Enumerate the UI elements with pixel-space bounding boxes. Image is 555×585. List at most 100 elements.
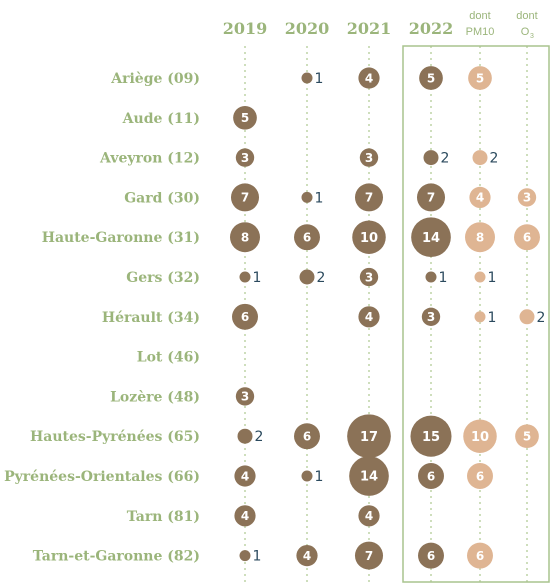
bubble-y2019: 4 (234, 505, 256, 527)
bubble-o3: 6 (514, 224, 540, 251)
bubble-circle (347, 414, 391, 459)
bubble-y2019: 3 (235, 148, 255, 167)
bubble-circle (354, 183, 384, 212)
bubble-value: 1 (253, 270, 262, 286)
bubble-circle (469, 186, 491, 208)
bubble-circle (359, 267, 379, 287)
bubble-value: 14 (360, 470, 378, 485)
bubble-circle (463, 419, 497, 453)
bubble-value: 5 (523, 430, 531, 444)
bubble-value: 4 (365, 71, 373, 85)
column-header-y2019: 2019 (223, 19, 268, 38)
row-label: Hérault (34) (102, 310, 200, 326)
column-header-y2020: 2020 (285, 19, 330, 38)
bubble-value: 5 (241, 111, 249, 125)
column-header-y2022: 2022 (409, 19, 454, 38)
row-label: Lozère (48) (110, 389, 200, 405)
bubble-value: 6 (427, 549, 435, 563)
bubble-circle (418, 463, 444, 489)
row-label: Lot (46) (137, 350, 200, 366)
bubble-circle (465, 222, 495, 253)
bubble-y2021: 4 (358, 505, 380, 527)
bubble-value: 6 (427, 469, 435, 483)
bubble-circle (235, 148, 255, 167)
bubble-value: 6 (303, 231, 311, 245)
bubble-y2020: 1 (301, 190, 324, 206)
bubble-circle (233, 105, 257, 130)
bubble-value: 4 (476, 191, 484, 205)
bubble-y2019: 2 (237, 428, 263, 445)
row-label: Aveyron (12) (99, 151, 200, 167)
bubble-value: 6 (476, 469, 484, 483)
bubble-circle (467, 463, 493, 489)
row-label: Gers (32) (126, 270, 200, 286)
bubble-circle (517, 188, 537, 207)
bubble-pm10: 8 (465, 222, 495, 253)
column-header-o3-subscript: 3 (530, 33, 534, 40)
bubble-y2020: 1 (301, 71, 324, 87)
bubble-value: 1 (315, 469, 324, 485)
bubble-pm10: 4 (469, 186, 491, 208)
bubble-circle (358, 67, 380, 89)
bubble-y2022: 15 (410, 415, 452, 457)
bubble-circle (237, 428, 253, 444)
bubble-y2022: 14 (411, 217, 451, 258)
bubble-value: 1 (315, 71, 324, 87)
bubble-value: 3 (241, 390, 249, 404)
bubble-value: 7 (365, 549, 373, 563)
bubble-y2021: 10 (352, 220, 386, 254)
bubble-value: 1 (488, 270, 497, 286)
bubble-value: 1 (315, 190, 324, 206)
bubble-y2019: 1 (239, 270, 262, 286)
bubble-value: 8 (241, 231, 249, 245)
bubble-y2022: 3 (421, 307, 441, 326)
bubble-circle (358, 306, 380, 328)
bubble-circle (423, 150, 439, 166)
bubble-circle (349, 456, 389, 496)
bubble-circle (239, 550, 251, 562)
bubble-circle (354, 541, 384, 570)
bubble-circle (474, 271, 486, 283)
bubble-circle (514, 224, 540, 251)
row-label: Gard (30) (124, 190, 200, 206)
bubble-value: 6 (523, 231, 531, 245)
bubble-y2019: 8 (230, 222, 260, 253)
bubble-value: 4 (303, 549, 311, 563)
bubble-y2019: 3 (235, 387, 255, 406)
bubble-y2020: 6 (294, 423, 320, 450)
bubble-y2022: 2 (423, 150, 449, 167)
bubble-value: 4 (365, 509, 373, 523)
bubble-pm10: 6 (467, 463, 493, 489)
row-label: Hautes-Pyrénées (65) (30, 429, 200, 445)
bubble-circle (294, 224, 320, 251)
row-label: Pyrénées-Orientales (66) (4, 469, 200, 485)
bubble-y2022: 5 (419, 66, 443, 90)
bubble-circle (230, 222, 260, 253)
bubble-circle (468, 66, 492, 90)
bubble-value: 1 (488, 310, 497, 326)
bubble-circle (472, 150, 488, 166)
bubble-y2021: 17 (347, 414, 391, 459)
bubble-circle (301, 72, 313, 84)
bubble-circle (519, 309, 535, 325)
bubble-circle (301, 470, 313, 482)
bubble-value: 8 (476, 231, 484, 245)
bubble-circle (352, 220, 386, 254)
bubble-y2022: 6 (418, 542, 444, 569)
bubble-circle (467, 542, 493, 569)
bubble-y2022: 6 (418, 463, 444, 489)
bubble-pm10: 1 (474, 310, 497, 326)
bubble-pm10: 5 (468, 66, 492, 90)
bubble-o3: 2 (519, 309, 545, 326)
bubble-value: 7 (241, 191, 249, 205)
bubble-pm10: 2 (472, 150, 498, 167)
bubble-circle (234, 505, 256, 527)
bubble-value: 5 (476, 71, 484, 85)
bubble-circle (515, 424, 539, 449)
bubble-y2019: 1 (239, 549, 261, 565)
bubble-value: 2 (316, 270, 325, 286)
bubble-value: 1 (439, 270, 448, 286)
bubble-y2021: 3 (359, 267, 379, 287)
